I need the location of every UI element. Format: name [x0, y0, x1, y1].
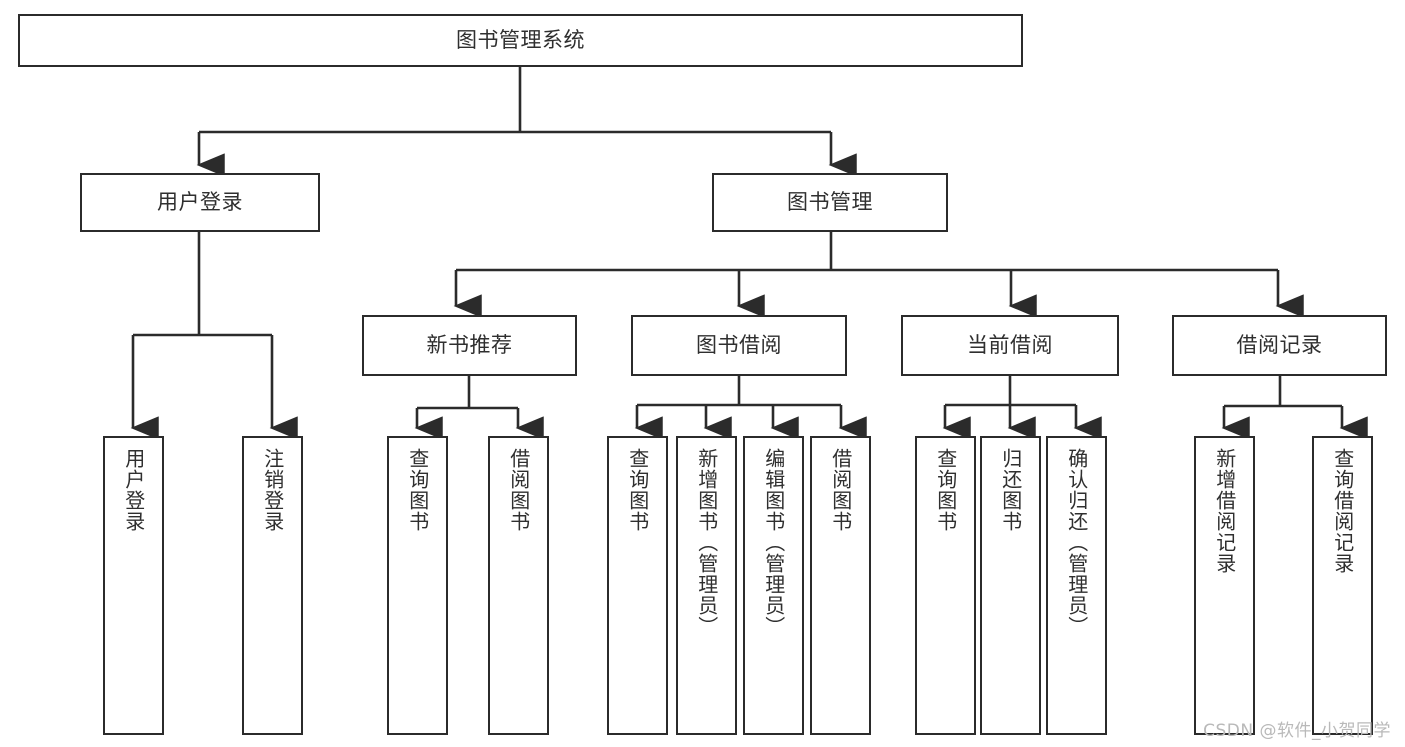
leaf-borrow-borrow-book[interactable]: 借阅图书	[810, 436, 871, 735]
leaf-borrow-query-book-label: 查询图书	[625, 448, 650, 532]
node-user-login[interactable]: 用户登录	[80, 173, 320, 232]
leaf-record-add[interactable]: 新增借阅记录	[1194, 436, 1255, 735]
leaf-current-confirm-return-label: 确认归还（管理员）	[1064, 448, 1089, 637]
node-borrow-record-label: 借阅记录	[1236, 333, 1323, 358]
node-new-book-recommend[interactable]: 新书推荐	[362, 315, 577, 376]
leaf-current-query-book[interactable]: 查询图书	[915, 436, 976, 735]
leaf-user-login-login[interactable]: 用户登录	[103, 436, 164, 735]
leaf-new-book-query-label: 查询图书	[405, 448, 430, 532]
node-borrow-record[interactable]: 借阅记录	[1172, 315, 1387, 376]
leaf-record-query-label: 查询借阅记录	[1330, 448, 1355, 574]
leaf-user-login-logout[interactable]: 注销登录	[242, 436, 303, 735]
node-book-borrow[interactable]: 图书借阅	[631, 315, 847, 376]
leaf-user-login-logout-label: 注销登录	[260, 448, 285, 532]
leaf-borrow-edit-book[interactable]: 编辑图书（管理员）	[743, 436, 804, 735]
leaf-new-book-query[interactable]: 查询图书	[387, 436, 448, 735]
leaf-current-return-book[interactable]: 归还图书	[980, 436, 1041, 735]
node-book-management-label: 图书管理	[787, 190, 873, 215]
leaf-new-book-borrow-label: 借阅图书	[506, 448, 531, 532]
leaf-current-query-book-label: 查询图书	[933, 448, 958, 532]
node-book-borrow-label: 图书借阅	[696, 333, 782, 358]
leaf-new-book-borrow[interactable]: 借阅图书	[488, 436, 549, 735]
node-current-borrow-label: 当前借阅	[967, 333, 1053, 358]
leaf-record-query[interactable]: 查询借阅记录	[1312, 436, 1373, 735]
leaf-borrow-borrow-book-label: 借阅图书	[828, 448, 853, 532]
node-new-book-recommend-label: 新书推荐	[426, 333, 513, 358]
leaf-current-confirm-return[interactable]: 确认归还（管理员）	[1046, 436, 1107, 735]
node-current-borrow[interactable]: 当前借阅	[901, 315, 1119, 376]
leaf-borrow-edit-book-label: 编辑图书（管理员）	[761, 448, 786, 637]
node-user-login-label: 用户登录	[157, 190, 243, 215]
node-root-label: 图书管理系统	[456, 28, 585, 53]
node-root[interactable]: 图书管理系统	[18, 14, 1023, 67]
leaf-user-login-login-label: 用户登录	[121, 448, 146, 532]
watermark: CSDN @软件_小贺同学	[1203, 721, 1391, 741]
node-book-management[interactable]: 图书管理	[712, 173, 948, 232]
leaf-borrow-query-book[interactable]: 查询图书	[607, 436, 668, 735]
leaf-borrow-add-book-label: 新增图书（管理员）	[694, 448, 719, 637]
leaf-borrow-add-book[interactable]: 新增图书（管理员）	[676, 436, 737, 735]
leaf-record-add-label: 新增借阅记录	[1212, 448, 1237, 574]
leaf-current-return-book-label: 归还图书	[998, 448, 1023, 532]
